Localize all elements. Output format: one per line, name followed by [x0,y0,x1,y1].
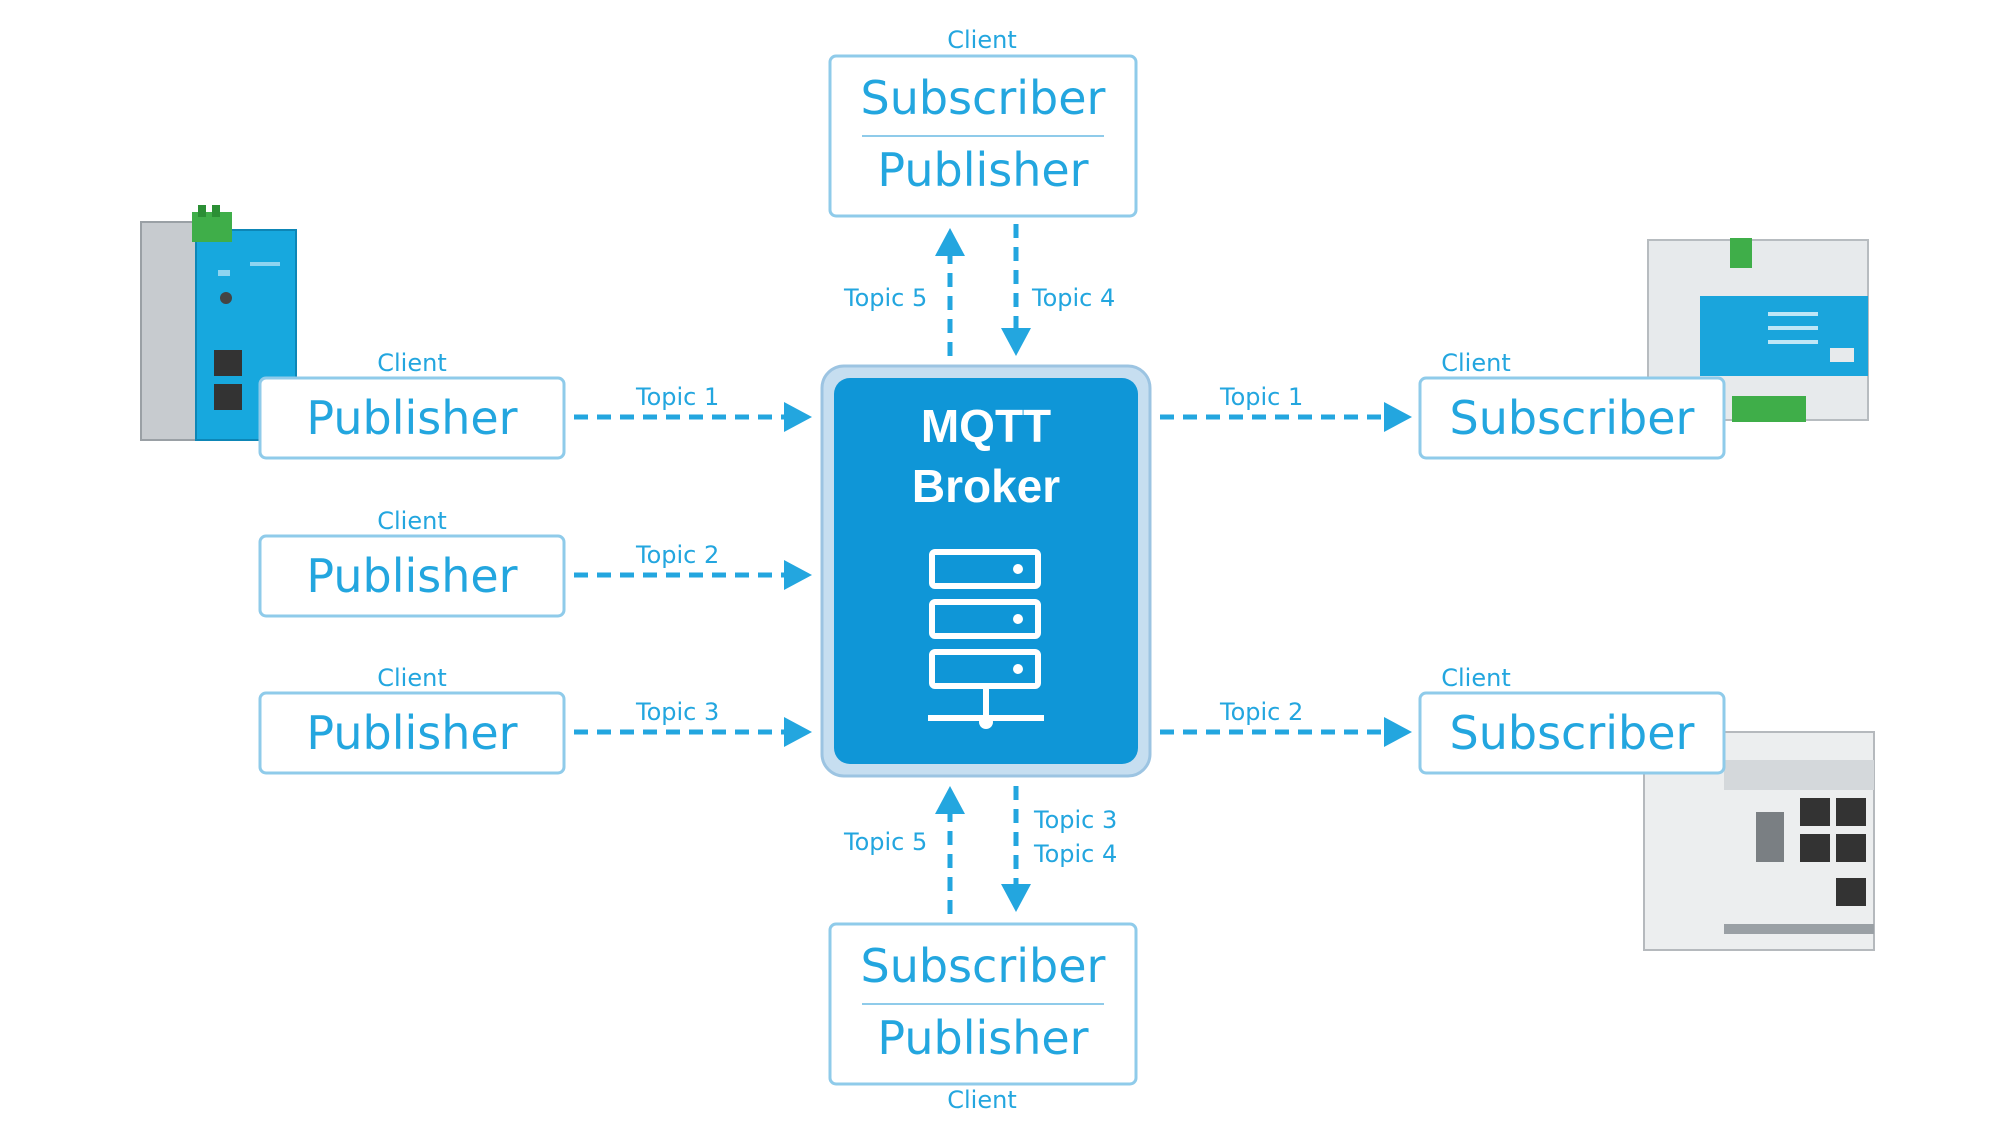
topic-label: Topic 5 [843,284,927,312]
topic-label: Topic 1 [1219,383,1303,411]
publisher-label: Publisher [877,1011,1088,1065]
arrow-topic-2-in: Topic 2 [574,541,812,590]
arrow-topic-5-up-top: Topic 5 [843,228,965,356]
publisher-label: Publisher [306,391,517,445]
subscriber-label: Subscriber [1450,706,1695,760]
subscriber-label: Subscriber [861,71,1106,125]
publisher-client-1: Client Publisher [258,349,566,460]
bottom-client: Subscriber Publisher Client [828,922,1138,1114]
topic-label: Topic 3 [1033,806,1117,834]
topic-label: Topic 4 [1031,284,1115,312]
publisher-label: Publisher [877,143,1088,197]
client-label: Client [1441,664,1510,692]
arrow-topic-2-out: Topic 2 [1160,698,1412,747]
arrow-topic-5-up-bottom: Topic 5 [843,786,965,914]
subscriber-client-1: Client Subscriber [1418,349,1726,460]
client-label: Client [377,507,446,535]
publisher-client-2: Client Publisher [258,507,566,618]
arrow-topic-1-in: Topic 1 [574,383,812,432]
client-label: Client [947,26,1016,54]
subscriber-client-2: Client Subscriber [1418,664,1726,775]
arrow-topic-3-4-down-bottom: Topic 3 Topic 4 [1001,786,1117,912]
arrow-topic-1-out: Topic 1 [1160,383,1412,432]
client-label: Client [377,349,446,377]
din-rail-switch-icon [1643,731,1875,951]
mqtt-broker: MQTT Broker [820,364,1152,778]
topic-label: Topic 2 [635,541,719,569]
topic-label: Topic 5 [843,828,927,856]
top-client: Client Subscriber Publisher [828,26,1138,218]
topic-label: Topic 4 [1033,840,1117,868]
arrow-topic-4-down-top: Topic 4 [1001,224,1115,356]
client-label: Client [1441,349,1510,377]
broker-title-line2: Broker [912,460,1060,512]
publisher-label: Publisher [306,549,517,603]
client-label: Client [377,664,446,692]
broker-title-line1: MQTT [921,400,1051,452]
client-label: Client [947,1086,1016,1114]
subscriber-label: Subscriber [861,939,1106,993]
subscriber-label: Subscriber [1450,391,1695,445]
arrow-topic-3-in: Topic 3 [574,698,812,747]
topic-label: Topic 3 [635,698,719,726]
publisher-label: Publisher [306,706,517,760]
publisher-client-3: Client Publisher [258,664,566,775]
din-rail-router-icon [140,205,297,441]
topic-label: Topic 2 [1219,698,1303,726]
topic-label: Topic 1 [635,383,719,411]
